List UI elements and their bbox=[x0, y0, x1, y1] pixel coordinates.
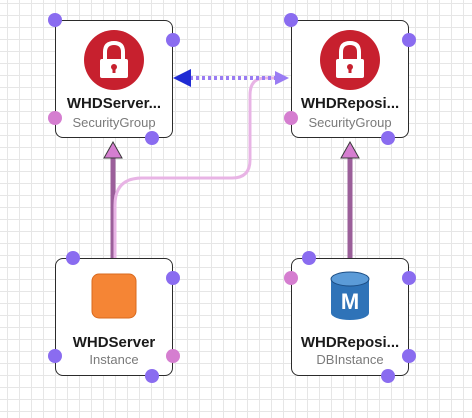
connection-port[interactable] bbox=[48, 13, 62, 27]
node-whdrepository-securitygroup[interactable]: WHDReposi... SecurityGroup bbox=[291, 20, 409, 138]
connection-port[interactable] bbox=[381, 369, 395, 383]
connection-port[interactable] bbox=[166, 271, 180, 285]
node-type: DBInstance bbox=[316, 352, 384, 367]
connection-port[interactable] bbox=[284, 111, 298, 125]
edge-arrowhead-blue bbox=[173, 69, 191, 87]
connection-port[interactable] bbox=[402, 33, 416, 47]
node-title: WHDServer... bbox=[66, 95, 162, 112]
connection-port[interactable] bbox=[381, 131, 395, 145]
edge-arrowhead-triangle bbox=[103, 140, 123, 159]
connection-port[interactable] bbox=[284, 271, 298, 285]
connection-port[interactable] bbox=[302, 251, 316, 265]
connection-port[interactable] bbox=[284, 13, 298, 27]
connection-port[interactable] bbox=[66, 251, 80, 265]
connection-port[interactable] bbox=[145, 131, 159, 145]
instance-icon bbox=[91, 273, 137, 319]
db-letter: M bbox=[341, 289, 359, 314]
node-title: WHDReposi... bbox=[300, 95, 400, 112]
node-title: WHDServer bbox=[72, 334, 156, 351]
connection-port[interactable] bbox=[48, 349, 62, 363]
connection-port[interactable] bbox=[402, 349, 416, 363]
lock-icon bbox=[84, 30, 144, 90]
connection-port[interactable] bbox=[145, 369, 159, 383]
edge-arrowhead-purple bbox=[275, 71, 289, 85]
node-type: SecurityGroup bbox=[72, 115, 156, 130]
connection-port[interactable] bbox=[166, 349, 180, 363]
connection-port[interactable] bbox=[402, 271, 416, 285]
edge-arrowhead-triangle bbox=[340, 140, 360, 159]
node-type: Instance bbox=[89, 352, 139, 367]
node-whdrepository-dbinstance[interactable]: M WHDReposi... DBInstance bbox=[291, 258, 409, 376]
connection-port[interactable] bbox=[166, 33, 180, 47]
connection-port[interactable] bbox=[48, 111, 62, 125]
node-whdserver-instance[interactable]: WHDServer Instance bbox=[55, 258, 173, 376]
node-whdserver-securitygroup[interactable]: WHDServer... SecurityGroup bbox=[55, 20, 173, 138]
lock-icon bbox=[320, 30, 380, 90]
edge-instance-to-repo-sg[interactable] bbox=[113, 76, 275, 258]
node-title: WHDReposi... bbox=[300, 334, 400, 351]
database-icon: M bbox=[330, 271, 370, 320]
node-type: SecurityGroup bbox=[308, 115, 392, 130]
